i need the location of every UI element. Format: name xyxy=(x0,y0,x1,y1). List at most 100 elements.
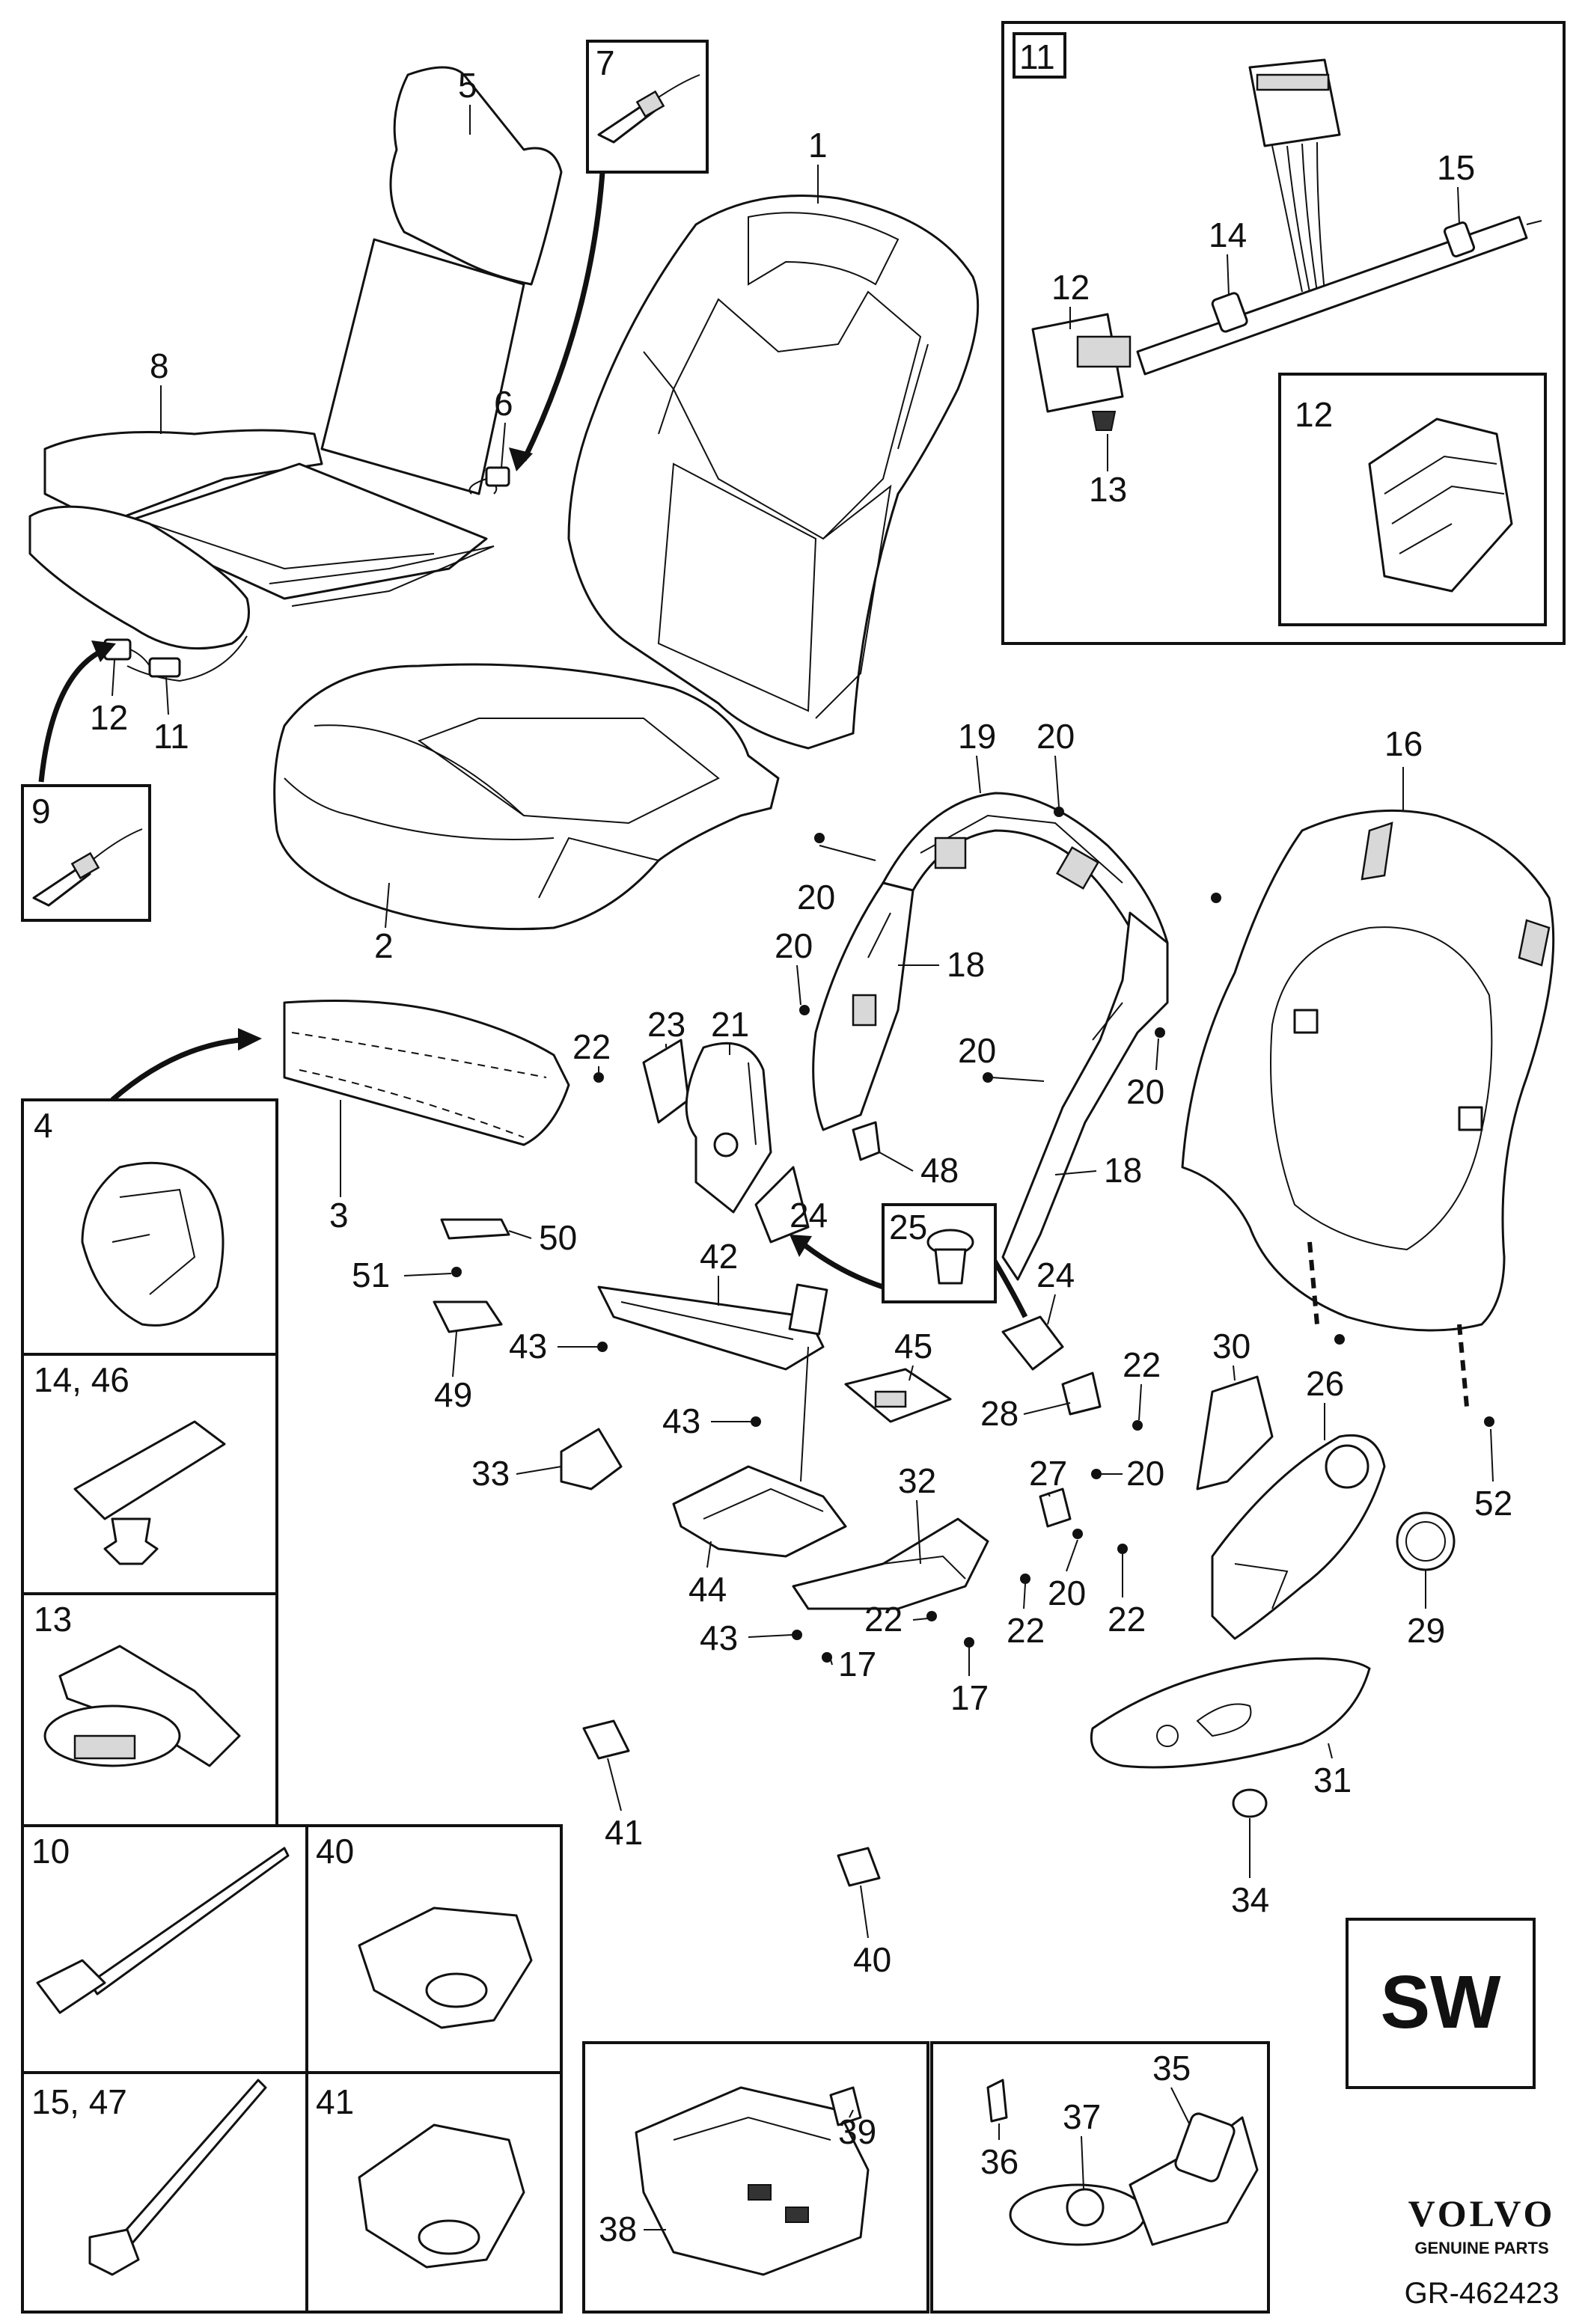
part-23-bracket xyxy=(642,1039,690,1124)
callout-20-f: 20 xyxy=(1126,1454,1164,1493)
box-25-label: 25 xyxy=(889,1208,927,1247)
callout-29: 29 xyxy=(1407,1611,1445,1650)
callout-20-d: 20 xyxy=(958,1031,996,1070)
callout-35: 35 xyxy=(1152,2049,1191,2088)
callout-2: 2 xyxy=(374,926,394,965)
callout-27: 27 xyxy=(1029,1454,1067,1493)
brand-tagline: GENUINE PARTS xyxy=(1414,2239,1548,2257)
part-27-clip xyxy=(1039,1487,1072,1528)
leader xyxy=(800,1346,809,1482)
box-10-label: 10 xyxy=(31,1832,70,1871)
callout-3: 3 xyxy=(329,1196,349,1235)
callout-43-c: 43 xyxy=(700,1618,738,1657)
part-34-button xyxy=(1232,1788,1268,1818)
inset-label-13: 13 xyxy=(1089,470,1127,509)
arrowhead xyxy=(790,1235,812,1257)
box-7-tie: 7 xyxy=(586,40,709,174)
callout-5: 5 xyxy=(458,66,477,105)
box-13: 13 xyxy=(21,1592,278,1827)
part-48-clip xyxy=(852,1121,881,1161)
inset-label-14: 14 xyxy=(1209,215,1247,254)
part-40-clip xyxy=(837,1847,881,1887)
box-10: 10 xyxy=(21,1824,308,2074)
callout-6: 6 xyxy=(494,384,513,423)
callout-16: 16 xyxy=(1384,724,1423,763)
callout-32: 32 xyxy=(898,1461,936,1500)
box-15-47-label: 15, 47 xyxy=(31,2082,127,2121)
callout-48: 48 xyxy=(920,1151,959,1190)
box-4-label: 4 xyxy=(34,1106,53,1145)
callouts: 1 2 3 5 6 8 11 12 16 18 18 19 20 20 20 2… xyxy=(90,66,1512,2248)
part-19-backrest-frame xyxy=(882,792,1169,959)
box-7-label: 7 xyxy=(596,43,615,82)
callout-43-a: 43 xyxy=(509,1327,547,1366)
part-42-rail xyxy=(597,1283,828,1371)
part-50-washer xyxy=(440,1218,510,1240)
callout-34: 34 xyxy=(1231,1880,1269,1919)
callout-20-a: 20 xyxy=(1036,717,1075,756)
box-40-label: 40 xyxy=(316,1832,354,1871)
callout-45: 45 xyxy=(894,1327,932,1366)
callout-20-g: 20 xyxy=(1048,1574,1086,1612)
part-21-recliner xyxy=(685,1042,772,1214)
part-24-bracket-left xyxy=(754,1166,810,1244)
inset-11-wiring-harness: 11 12 13 14 15 12 xyxy=(1001,21,1566,645)
callout-21: 21 xyxy=(711,1005,749,1044)
part-28-bracket xyxy=(1061,1372,1102,1416)
part-49-pad xyxy=(433,1300,503,1333)
box-15-47: 15, 47 xyxy=(21,2071,308,2314)
callout-11: 11 xyxy=(153,717,189,756)
part-8-seat-heater xyxy=(28,429,495,682)
callout-50: 50 xyxy=(539,1218,577,1257)
callout-20-c: 20 xyxy=(775,926,813,965)
arrow-9-to-12 xyxy=(38,646,106,783)
inset-label-12: 12 xyxy=(1051,268,1090,307)
callout-43-b: 43 xyxy=(662,1401,700,1440)
callout-18-right: 18 xyxy=(1104,1151,1142,1190)
box-motor xyxy=(930,2041,1270,2314)
part-24-bracket-right xyxy=(1001,1315,1064,1371)
callout-40: 40 xyxy=(853,1940,891,1979)
callout-31: 31 xyxy=(1313,1761,1352,1799)
callout-44: 44 xyxy=(688,1570,727,1609)
callout-22-a: 22 xyxy=(572,1027,611,1066)
callout-20-e: 20 xyxy=(1126,1072,1164,1111)
callout-18-left: 18 xyxy=(947,945,985,984)
callout-23: 23 xyxy=(647,1005,685,1044)
callout-17-a: 17 xyxy=(838,1645,876,1684)
branding: VOLVO GENUINE PARTS GR-462423 xyxy=(1405,2192,1560,2310)
box-25-screw: 25 xyxy=(882,1203,997,1303)
arrowhead xyxy=(238,1028,262,1051)
callout-52: 52 xyxy=(1474,1484,1512,1523)
part-18-frame-side-left xyxy=(812,881,914,1131)
part-3-side-trim xyxy=(283,1000,570,1146)
part-16-back-panel xyxy=(1181,809,1555,1332)
callout-42: 42 xyxy=(700,1237,738,1276)
arrow-7-to-6 xyxy=(521,171,605,462)
part-41-clip xyxy=(582,1719,630,1760)
box-40: 40 xyxy=(305,1824,563,2074)
callout-12: 12 xyxy=(90,698,128,737)
box-41-label: 41 xyxy=(316,2082,354,2121)
box-41: 41 xyxy=(305,2071,563,2314)
callout-8: 8 xyxy=(150,346,169,385)
callout-28: 28 xyxy=(980,1394,1019,1433)
back-panel-straps xyxy=(1307,1241,1469,1407)
box-14-46: 14, 46 xyxy=(21,1353,278,1595)
callout-41: 41 xyxy=(605,1813,643,1852)
callout-36: 36 xyxy=(980,2142,1019,2181)
callout-24-right: 24 xyxy=(1036,1256,1075,1294)
callout-30: 30 xyxy=(1212,1327,1250,1366)
part-31-outer-trim xyxy=(1090,1657,1371,1769)
part-30-trim xyxy=(1196,1375,1274,1490)
part-18-frame-side-right xyxy=(1001,911,1169,1281)
part-2-seat-cushion xyxy=(273,663,780,931)
part-45-cover xyxy=(844,1368,952,1423)
drawing-reference: GR-462423 xyxy=(1405,2277,1560,2310)
arrowhead xyxy=(509,447,533,471)
box-9-label: 9 xyxy=(31,792,51,831)
arrowhead xyxy=(91,640,116,662)
part-33-clip xyxy=(560,1428,623,1490)
part-32-bracket xyxy=(792,1517,989,1610)
